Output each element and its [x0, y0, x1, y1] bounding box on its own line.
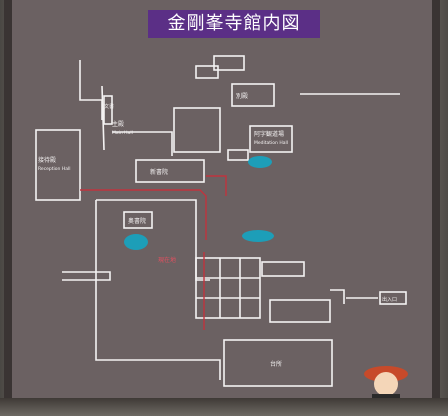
label-kitchen: 台所: [270, 360, 282, 368]
label-exit: 出入口: [382, 296, 397, 303]
floor-strip: [0, 398, 448, 416]
bldg-bekkaku-2: [123, 211, 153, 229]
bldg-reception: [35, 129, 81, 201]
path-north-2: [101, 85, 105, 151]
exit-box: [379, 291, 407, 305]
label-meditation-jp: 阿字観道場: [254, 130, 284, 138]
bldg-bunkyo: [103, 95, 113, 125]
label-meditation-en: Meditation Hall: [254, 140, 288, 146]
label-reception-en: Reception Hall: [38, 166, 70, 172]
route-2: [206, 175, 227, 196]
corridor-main: [112, 131, 173, 156]
map-title: 金剛峯寺館内図: [148, 10, 320, 38]
bldg-top: [213, 55, 245, 71]
bldg-main-hall: [173, 107, 221, 153]
grid-lines: [196, 258, 260, 318]
bldg-top-small: [195, 65, 219, 79]
label-you-are-here: 現在地: [158, 256, 176, 264]
bldg-annex: [227, 149, 249, 161]
bldg-meditation: [249, 125, 293, 153]
map-board: [12, 0, 432, 398]
label-main-jp: 主殿: [112, 120, 124, 128]
path-east: [330, 289, 345, 304]
label-reception-jp: 接待殿: [38, 156, 56, 164]
ponds: [124, 156, 274, 250]
wall-lower-outer: [95, 200, 221, 380]
bldg-bekkaku: [231, 83, 275, 107]
bldg-shin-shoin: [135, 159, 205, 183]
stair-left: [62, 271, 111, 281]
bldg-okuden-grid: [195, 257, 261, 319]
bldg-east-1: [261, 261, 305, 277]
label-bunkyo: 文書: [104, 103, 114, 110]
bldg-east-2: [269, 299, 331, 323]
wall-lower-left: [96, 199, 210, 281]
bldg-kitchen: [223, 339, 333, 387]
label-bekkaku: 別殿: [236, 92, 248, 100]
path-north: [79, 60, 103, 120]
label-okuden: 奥書院: [128, 217, 146, 225]
label-shin-jp: 新書院: [150, 168, 168, 176]
route-1: [80, 189, 207, 240]
label-main-en: Main Hall: [112, 130, 133, 136]
